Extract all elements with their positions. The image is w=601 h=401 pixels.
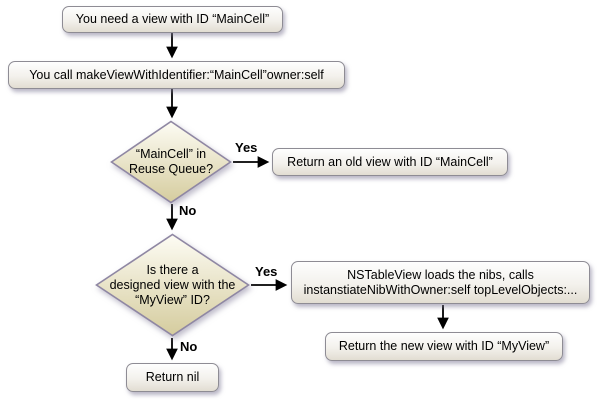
node-need-view: You need a view with ID “MainCell” — [62, 6, 283, 33]
edge-label-no-reuse: No — [179, 203, 197, 218]
node-loads-nibs-line1: NSTableView loads the nibs, calls — [347, 267, 534, 282]
decision-designed-view-line3: “MyView” ID? — [135, 292, 210, 307]
node-return-new-view-label: Return the new view with ID “MyView” — [338, 339, 550, 353]
diamond-shape-designed-view — [95, 233, 250, 337]
decision-reuse-queue-line1: “MainCell” in — [135, 147, 207, 161]
node-loads-nibs: NSTableView loads the nibs, calls instan… — [291, 261, 590, 304]
node-call-make-view-label: You call makeViewWithIdentifier:“MainCel… — [29, 67, 324, 82]
node-return-old-view-label: Return an old view with ID “MainCell” — [287, 154, 493, 169]
node-call-make-view: You call makeViewWithIdentifier:“MainCel… — [8, 61, 345, 89]
diamond-shape-reuse-queue — [110, 120, 232, 204]
decision-designed-view: Is there a designed view with the “MyVie… — [95, 233, 250, 337]
decision-reuse-queue: “MainCell” in Reuse Queue? — [110, 120, 232, 204]
node-return-nil-label: Return nil — [145, 370, 200, 384]
node-return-nil: Return nil — [126, 363, 219, 392]
node-return-old-view: Return an old view with ID “MainCell” — [272, 148, 508, 176]
node-need-view-label: You need a view with ID “MainCell” — [75, 12, 270, 26]
edge-label-yes-designed: Yes — [255, 264, 278, 279]
edge-label-yes-reuse: Yes — [235, 140, 258, 155]
decision-reuse-queue-line2: Reuse Queue? — [128, 162, 214, 176]
node-return-new-view: Return the new view with ID “MyView” — [325, 332, 563, 361]
decision-designed-view-line2: designed view with the — [109, 277, 236, 292]
edge-label-no-designed: No — [180, 339, 198, 354]
node-loads-nibs-line2: instanstiateNibWithOwner:self topLevelOb… — [303, 282, 578, 297]
decision-designed-view-line1: Is there a — [146, 262, 199, 277]
